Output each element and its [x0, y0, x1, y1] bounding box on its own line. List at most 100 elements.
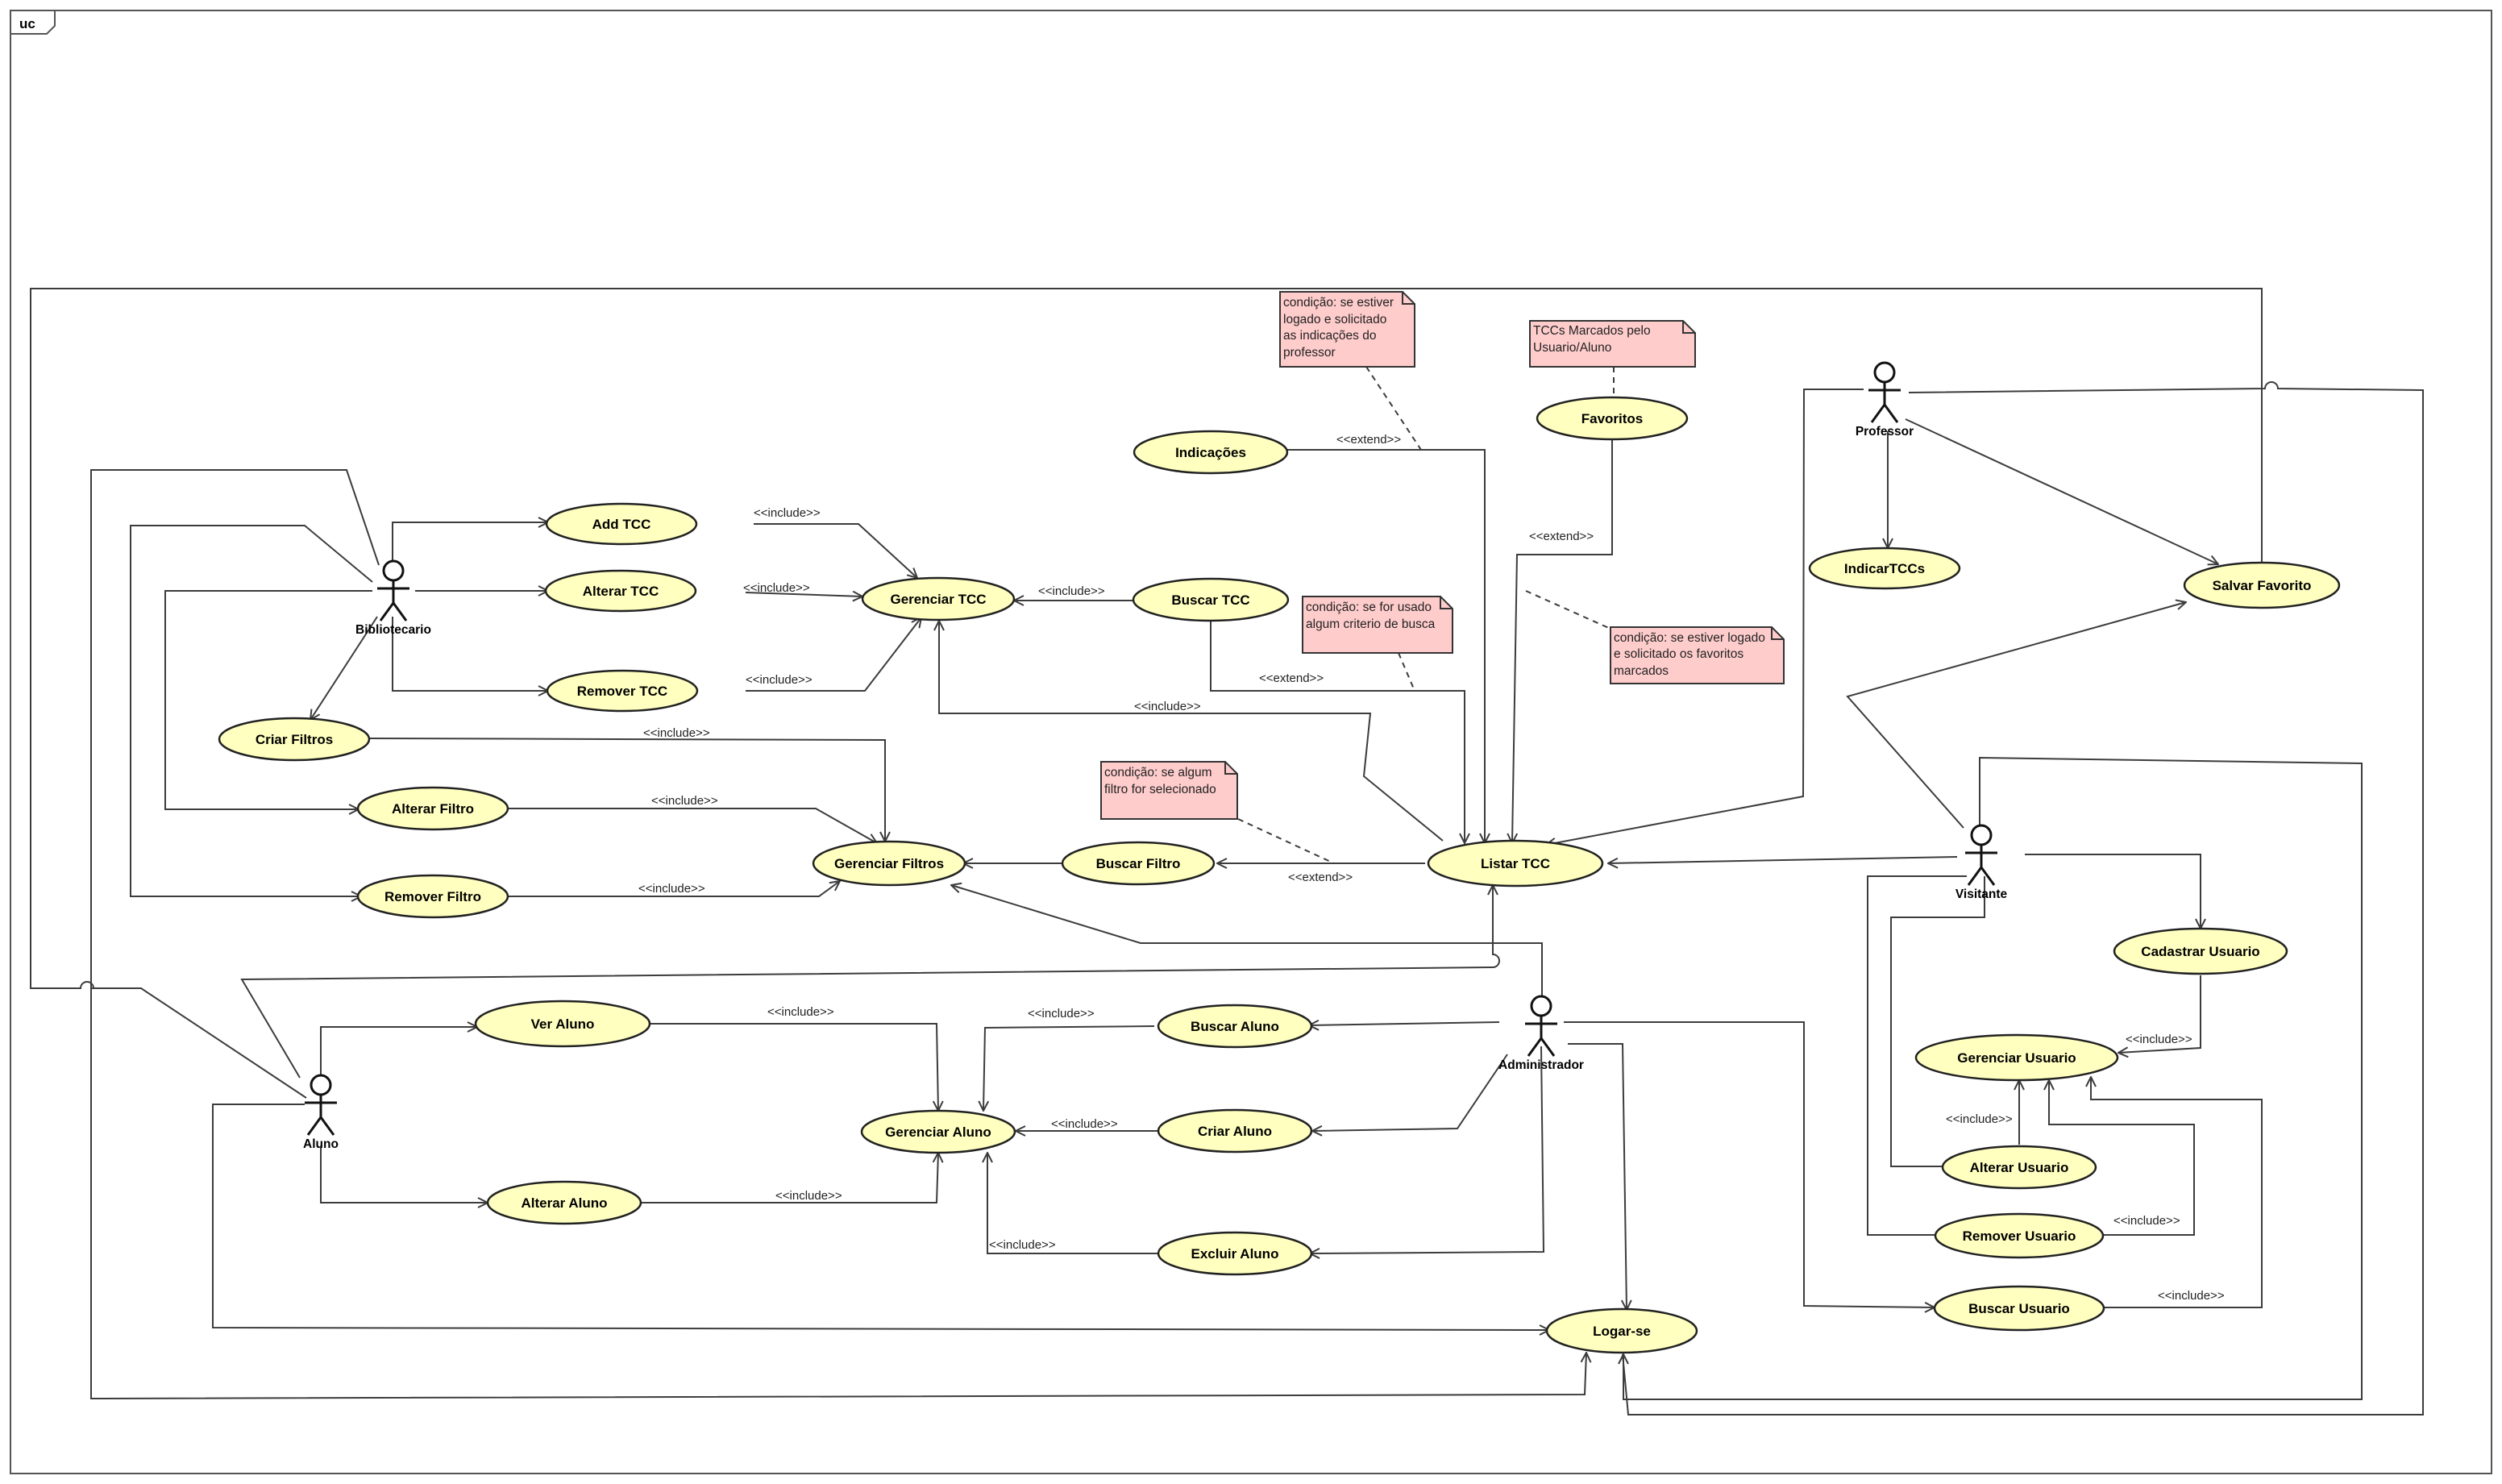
use-case-buscar-tcc[interactable]: Buscar TCC [1132, 577, 1290, 622]
note-favoritos-marcados: condição: se estiver logado e solicitado… [1610, 626, 1785, 684]
associations [30, 288, 2424, 1415]
use-case-buscar-aluno[interactable]: Buscar Aluno [1157, 1004, 1313, 1049]
include-ver-aluno [650, 1023, 938, 1111]
include-remover-filtro [508, 881, 840, 897]
use-case-label: Remover TCC [577, 684, 667, 699]
use-case-label: Alterar Usuario [1970, 1160, 2069, 1175]
use-case-gerenciar-tcc[interactable]: Gerenciar TCC [861, 576, 1016, 621]
use-case-favoritos[interactable]: Favoritos [1536, 396, 1689, 441]
note-favoritos-marcados-connector [1525, 590, 1611, 630]
note-favoritos-line-1: TCCs Marcados pelo [1533, 324, 1651, 338]
use-case-label: Favoritos [1581, 411, 1644, 426]
use-case-ver-aluno[interactable]: Ver Aluno [474, 1000, 651, 1048]
assoc-salvar-favorito-top-line [30, 288, 2263, 989]
assoc-visitante-logar-se [1623, 756, 2363, 1400]
use-case-alterar-filtro[interactable]: Alterar Filtro [356, 786, 509, 831]
label-include-alterar-usuario: <<include>> [1946, 1112, 2013, 1126]
use-case-gerenciar-usuario[interactable]: Gerenciar Usuario [1914, 1033, 2119, 1082]
actor-professor[interactable]: Professor [1856, 361, 1914, 439]
use-case-criar-aluno[interactable]: Criar Aluno [1157, 1108, 1313, 1154]
use-case-alterar-usuario[interactable]: Alterar Usuario [1941, 1145, 2097, 1190]
use-case-label: Criar Filtros [256, 732, 333, 747]
assoc-bibliotecario-criar-filtros [310, 616, 378, 720]
assoc-administrador-criar-aluno [1312, 1054, 1508, 1131]
actor-aluno[interactable]: Aluno [303, 1074, 339, 1151]
include-excluir-aluno [987, 1153, 1161, 1254]
label-include-cadastrar-usuario: <<include>> [2126, 1033, 2192, 1046]
use-case-remover-usuario[interactable]: Remover Usuario [1934, 1212, 2105, 1259]
assoc-aluno-ver-aluno [320, 1027, 477, 1078]
label-include-buscar-usuario: <<include>> [2158, 1289, 2225, 1303]
assoc-visitante-cadastrar-usuario [2025, 854, 2201, 929]
note-indicacoes-line-2: logado e solicitado [1283, 313, 1386, 326]
note-favoritos-marcados-line-2: e solicitado os favoritos [1614, 647, 1744, 661]
note-busca: condição: se for usado algum criterio de… [1302, 596, 1453, 654]
use-case-listar-tcc[interactable]: Listar TCC [1427, 839, 1604, 887]
actor-label: Visitante [1955, 887, 2008, 901]
use-case-label: Listar TCC [1481, 856, 1550, 871]
actor-label: Bibliotecario [355, 623, 431, 637]
label-include-criar-filtros: <<include>> [643, 726, 710, 740]
use-case-gerenciar-filtros[interactable]: Gerenciar Filtros [812, 840, 966, 887]
assoc-administrador-buscar-aluno [1309, 1022, 1500, 1025]
assoc-administrador-excluir-aluno [1310, 1045, 1545, 1253]
use-case-remover-filtro[interactable]: Remover Filtro [356, 874, 509, 919]
label-include-alterar-tcc: <<include>> [743, 581, 810, 595]
extend-favoritos [1512, 439, 1613, 843]
label-include-remover-filtro: <<include>> [638, 882, 705, 896]
use-case-indicacoes[interactable]: Indicações [1133, 430, 1289, 475]
stereotype-labels: <<include>> <<include>> <<include>> <<in… [638, 433, 2225, 1303]
assoc-administrador-gerenciar-filtros [951, 885, 1543, 996]
include-alterar-aluno [641, 1153, 938, 1203]
use-case-label: Indicações [1175, 445, 1246, 460]
use-case-add-tcc[interactable]: Add TCC [545, 502, 698, 546]
use-case-label: Remover Filtro [384, 889, 481, 904]
use-case-label: Buscar Filtro [1096, 856, 1181, 871]
note-favoritos-line-2: Usuario/Aluno [1533, 341, 1611, 355]
note-filtro-line-1: condição: se algum [1104, 766, 1212, 779]
note-favoritos: TCCs Marcados pelo Usuario/Aluno [1529, 320, 1696, 368]
use-case-alterar-tcc[interactable]: Alterar TCC [544, 569, 697, 613]
assoc-professor-salvar-favorito [1905, 418, 2218, 564]
label-include-remover-usuario: <<include>> [2113, 1214, 2180, 1228]
label-include-buscar-tcc: <<include>> [1038, 584, 1105, 598]
use-case-excluir-aluno[interactable]: Excluir Aluno [1157, 1231, 1313, 1276]
assoc-visitante-alterar-usuario [1890, 876, 1985, 1167]
note-filtro: condição: se algum filtro for selecionad… [1100, 761, 1238, 820]
use-case-label: Buscar TCC [1171, 592, 1249, 608]
include-buscar-usuario [2091, 1077, 2263, 1308]
use-case-salvar-favorito[interactable]: Salvar Favorito [2183, 561, 2341, 609]
assoc-visitante-remover-usuario [1867, 875, 1967, 1236]
actor-bibliotecario[interactable]: Bibliotecario [355, 559, 431, 637]
use-case-label: Gerenciar Usuario [1957, 1050, 2076, 1066]
use-case-indicar-tccs[interactable]: IndicarTCCs [1808, 547, 1961, 590]
assoc-administrador-buscar-usuario [1564, 1021, 1935, 1307]
include-listar-tcc [939, 621, 1444, 842]
use-case-alterar-aluno[interactable]: Alterar Aluno [486, 1180, 642, 1225]
note-favoritos-marcados-line-3: marcados [1614, 664, 1669, 678]
label-include-add-tcc: <<include>> [754, 506, 821, 520]
label-include-alterar-filtro: <<include>> [651, 794, 718, 808]
use-case-remover-tcc[interactable]: Remover TCC [546, 669, 699, 713]
label-extend-indicacoes: <<extend>> [1336, 433, 1401, 447]
use-case-criar-filtros[interactable]: Criar Filtros [218, 717, 371, 762]
note-indicacoes-line-4: professor [1283, 346, 1336, 360]
actor-administrador[interactable]: Administrador [1498, 995, 1584, 1072]
use-case-label: Logar-se [1593, 1324, 1651, 1339]
note-busca-line-2: algum criterio de busca [1306, 617, 1436, 631]
use-case-cadastrar-usuario[interactable]: Cadastrar Usuario [2113, 927, 2288, 975]
label-include-ver-aluno: <<include>> [767, 1005, 834, 1019]
label-extend-buscar-tcc: <<extend>> [1259, 671, 1324, 685]
use-case-logar-se[interactable]: Logar-se [1545, 1307, 1698, 1354]
use-case-label: Gerenciar Filtros [834, 856, 944, 871]
use-case-buscar-filtro[interactable]: Buscar Filtro [1061, 841, 1216, 886]
assoc-professor-logar-se [1622, 381, 2424, 1415]
include-cadastrar-usuario [2118, 975, 2201, 1053]
use-case-gerenciar-aluno[interactable]: Gerenciar Aluno [860, 1109, 1016, 1154]
actor-visitante[interactable]: Visitante [1955, 824, 2008, 901]
note-indicacoes-line-1: condição: se estiver [1283, 296, 1394, 310]
use-case-buscar-usuario[interactable]: Buscar Usuario [1933, 1285, 2105, 1332]
label-include-remover-tcc: <<include>> [746, 673, 813, 687]
diagram-frame: uc [10, 10, 2492, 1474]
